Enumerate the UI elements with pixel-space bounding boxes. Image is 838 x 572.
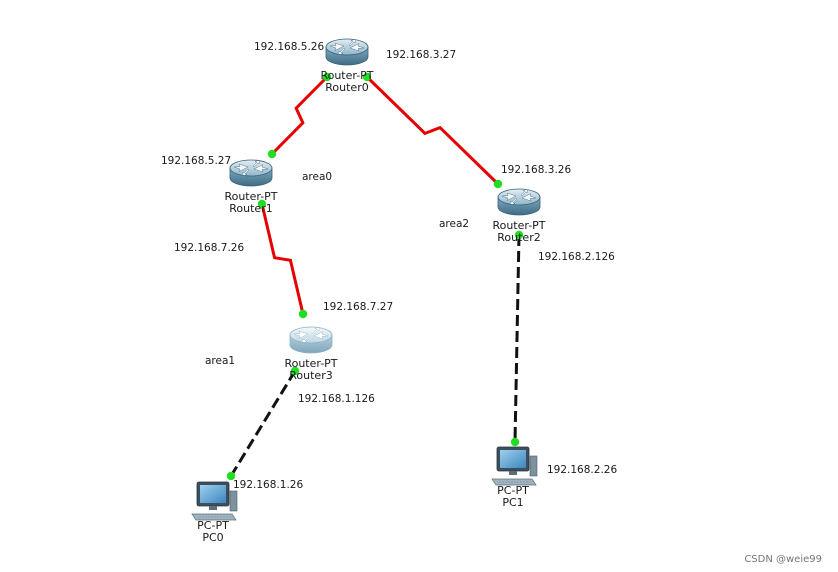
ip-address-label: 192.168.7.27 — [323, 301, 393, 313]
router2-name-label: Router2 — [497, 231, 540, 244]
port-status-dot — [257, 199, 267, 209]
port-status-dot — [362, 72, 372, 82]
port-status-dot — [226, 471, 236, 481]
ip-address-label: 192.168.2.126 — [538, 251, 615, 263]
ip-address-label: 192.168.3.26 — [501, 164, 571, 176]
ip-address-label: 192.168.7.26 — [174, 242, 244, 254]
ip-address-label: 192.168.1.126 — [298, 393, 375, 405]
ip-address-label: 192.168.2.26 — [547, 464, 617, 476]
router3-router-icon[interactable] — [289, 326, 333, 354]
serial-link-r1-r3[interactable] — [260, 203, 305, 315]
watermark-text: CSDN @weie99 — [744, 554, 822, 565]
area-label-area1: area1 — [205, 355, 235, 367]
pc1-name-label: PC1 — [502, 496, 523, 509]
router1-type-label: Router-PT — [224, 190, 277, 203]
router1-router-icon[interactable] — [229, 159, 273, 187]
port-status-dot — [290, 366, 300, 376]
pc0-type-label: PC-PT — [197, 519, 229, 532]
pc1-type-label: PC-PT — [497, 484, 529, 497]
area-label-area2: area2 — [439, 218, 469, 230]
router1-name-label: Router1 — [229, 202, 272, 215]
ip-address-label: 192.168.5.27 — [161, 155, 231, 167]
ip-address-label: 192.168.5.26 — [254, 41, 324, 53]
ethernet-link-r3-pc0[interactable] — [229, 370, 297, 477]
router0-name-label: Router0 — [325, 81, 368, 94]
pc0-name-label: PC0 — [202, 531, 223, 544]
port-status-dot — [493, 179, 503, 189]
ethernet-link-r2-pc1[interactable] — [513, 234, 521, 443]
ip-address-label: 192.168.3.27 — [386, 49, 456, 61]
ip-address-label: 192.168.1.26 — [233, 479, 303, 491]
pc0-pc-icon[interactable] — [191, 481, 238, 521]
serial-link-r0-r1[interactable] — [270, 75, 329, 156]
port-status-dot — [267, 149, 277, 159]
router3-type-label: Router-PT — [284, 357, 337, 370]
router3-name-label: Router3 — [289, 369, 332, 382]
port-status-dot — [510, 437, 520, 447]
port-status-dot — [298, 309, 308, 319]
router2-router-icon[interactable] — [497, 188, 541, 216]
router2-type-label: Router-PT — [492, 219, 545, 232]
pc1-pc-icon[interactable] — [491, 446, 538, 486]
router0-router-icon[interactable] — [325, 38, 369, 66]
serial-link-r0-r2[interactable] — [365, 75, 500, 186]
port-status-dot — [322, 72, 332, 82]
router0-type-label: Router-PT — [320, 69, 373, 82]
area-label-area0: area0 — [302, 171, 332, 183]
port-status-dot — [514, 230, 524, 240]
